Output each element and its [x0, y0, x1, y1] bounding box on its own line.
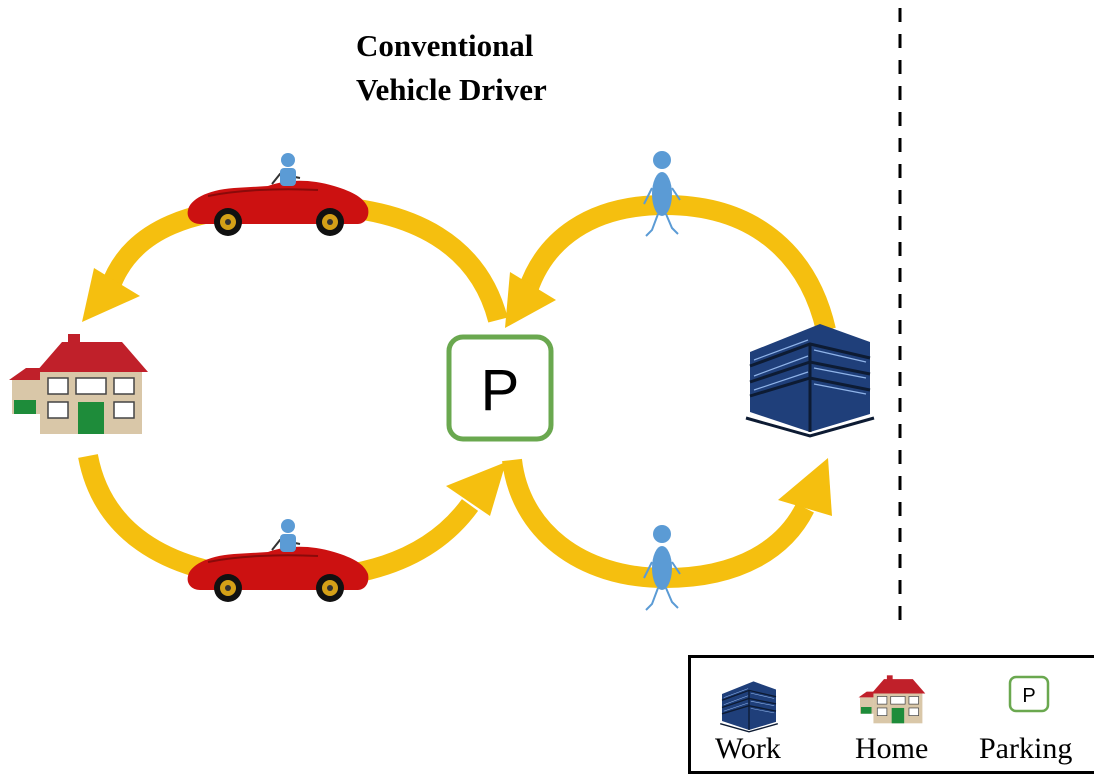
legend-icons: P	[719, 674, 1050, 733]
legend-parking-label: Parking	[979, 732, 1073, 765]
house-icon	[8, 333, 149, 435]
legend-parking-letter: P	[1022, 685, 1035, 707]
parking-sign-letter: P	[481, 358, 520, 423]
title-line-1: Conventional	[356, 28, 534, 63]
diagram-title: Conventional Vehicle Driver	[356, 24, 616, 112]
legend: P Work Home Parking	[688, 655, 1094, 774]
legend-house-icon	[858, 674, 926, 724]
arrow-parking-to-work	[502, 458, 832, 589]
legend-parking-sign-icon: P	[1008, 675, 1050, 713]
title-line-2: Vehicle Driver	[356, 72, 547, 107]
legend-work-label: Work	[715, 732, 781, 765]
convertible-car-icon-top	[186, 152, 370, 237]
office-building-icon	[744, 322, 876, 438]
parking-sign-icon: P	[446, 334, 554, 442]
convertible-car-icon-bottom	[186, 518, 370, 603]
arrow-work-to-parking	[505, 194, 836, 333]
walking-person-icon-top	[643, 150, 681, 237]
legend-home-label: Home	[855, 732, 929, 765]
walking-person-icon-bottom	[643, 524, 681, 611]
legend-office-building-icon	[719, 680, 779, 733]
